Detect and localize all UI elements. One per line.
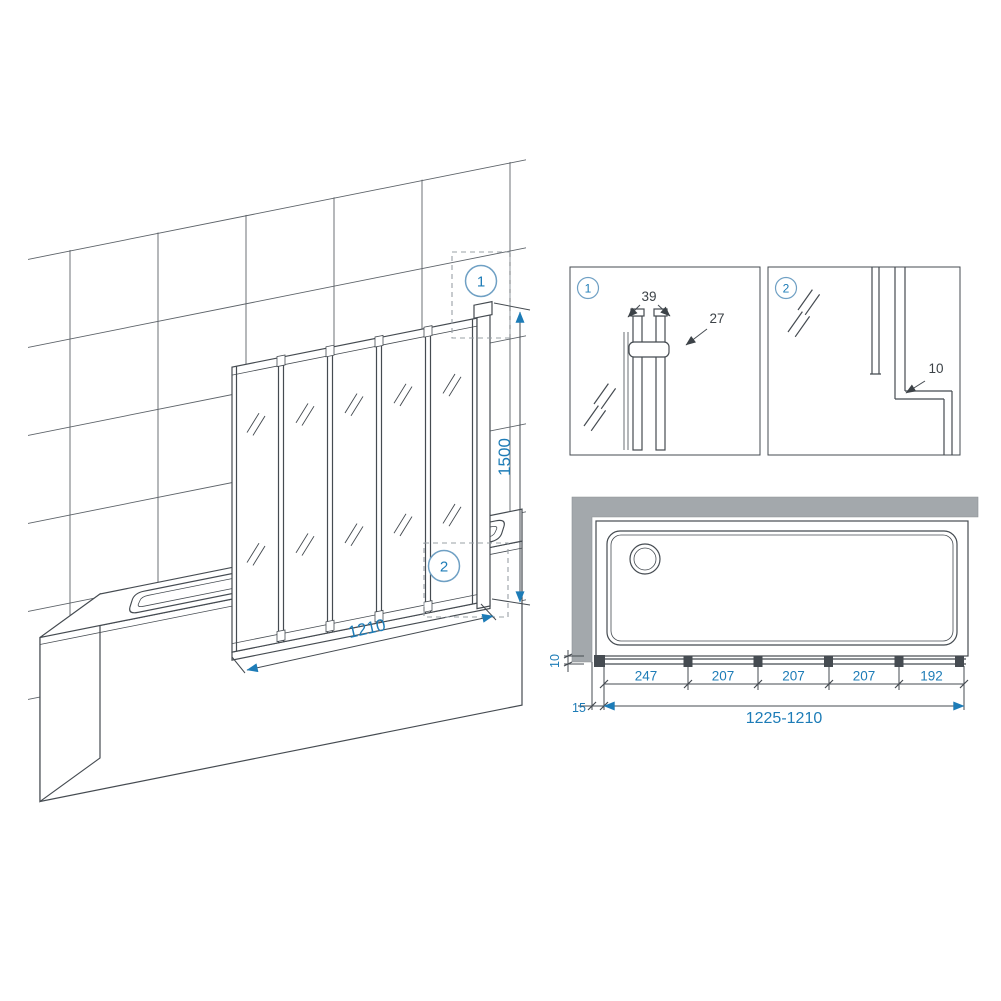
plan-tub-outline bbox=[595, 520, 969, 657]
wall-profile-cap bbox=[473, 300, 493, 319]
plan-screen bbox=[594, 655, 966, 667]
plan-tub-rim-inner bbox=[610, 534, 954, 642]
detail-1-dim-27: 27 bbox=[709, 311, 724, 326]
panel-frames bbox=[235, 318, 474, 652]
plan-seg-5: 192 bbox=[920, 669, 943, 684]
callout-1-circle bbox=[464, 264, 498, 298]
detail-view-1: 1 39 27 bbox=[569, 266, 761, 456]
callout-1-zone bbox=[451, 251, 511, 339]
plan-seg-2: 207 bbox=[712, 669, 735, 684]
plan-drain-outer bbox=[629, 543, 661, 575]
callout-1: 1 bbox=[451, 251, 511, 339]
height-dimension-label: 1500 bbox=[495, 438, 514, 476]
plan-seg-3: 207 bbox=[782, 669, 805, 684]
callout-2-circle bbox=[427, 549, 461, 583]
detail-2-profile bbox=[787, 267, 953, 455]
plan-offset-label: 15 bbox=[572, 701, 586, 715]
callout-2: 2 bbox=[423, 542, 509, 618]
callout-1-number: 1 bbox=[477, 274, 485, 291]
detail-1-dim-39: 39 bbox=[641, 289, 656, 304]
detail-1-dimensions: 39 27 bbox=[627, 289, 725, 346]
plan-drain-inner bbox=[633, 547, 657, 571]
wall-profile-post bbox=[476, 308, 491, 610]
detail-2-dim-10: 10 bbox=[928, 361, 943, 376]
detail-2-border bbox=[767, 266, 961, 456]
plan-seg-4: 207 bbox=[853, 669, 876, 684]
plan-depth-label: 10 bbox=[548, 654, 562, 668]
detail-2-label: 2 bbox=[783, 282, 790, 296]
folding-screen bbox=[231, 300, 493, 661]
plan-view: 247 207 207 207 192 10 15 1225-1210 bbox=[548, 496, 979, 727]
detail-view-2: 2 10 bbox=[767, 266, 961, 456]
plan-overall-label: 1225-1210 bbox=[746, 710, 823, 727]
plan-seg-1: 247 bbox=[635, 669, 658, 684]
detail-2-label-circle bbox=[774, 276, 798, 300]
detail-1-label-circle bbox=[576, 276, 600, 300]
plan-tub-rim bbox=[606, 530, 958, 646]
detail-1-label: 1 bbox=[585, 282, 592, 296]
callout-2-number: 2 bbox=[440, 559, 448, 576]
plan-dimensions: 247 207 207 207 192 10 15 1225-1210 bbox=[548, 650, 969, 727]
dimension-height: 1500 bbox=[491, 302, 531, 606]
detail-2-dimensions: 10 bbox=[905, 361, 944, 394]
